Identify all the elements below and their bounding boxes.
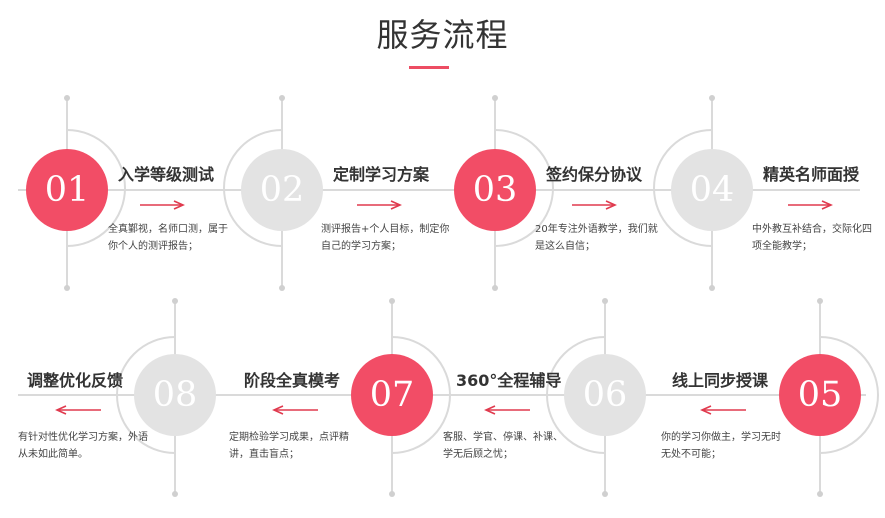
step-04-circle: 04 — [671, 149, 753, 231]
right-arrow-icon — [140, 200, 185, 210]
step-07-desc: 定期检验学习成果，点评精讲，直击盲点； — [229, 432, 349, 460]
title-underline — [409, 66, 449, 69]
right-arrow-icon — [788, 200, 833, 210]
left-arrow-icon — [484, 405, 530, 415]
step-08-title: 调整优化反馈 — [27, 371, 124, 390]
step-05-desc: 你的学习你做主，学习无时无处不可能； — [661, 432, 781, 460]
step-02-title: 定制学习方案 — [333, 165, 430, 184]
left-arrow-icon — [272, 405, 318, 415]
step-06-desc: 客服、学官、停课、补课、学无后顾之忧； — [443, 432, 563, 460]
step-04-title: 精英名师面授 — [763, 165, 860, 184]
step-06-circle: 06 — [564, 354, 646, 436]
right-arrow-icon — [357, 200, 402, 210]
step-01-desc: 全真鄞视，名师口测，属于你个人的测评报告； — [108, 224, 228, 252]
step-07-title: 阶段全真模考 — [244, 371, 341, 390]
step-05-title: 线上同步授课 — [672, 371, 769, 390]
step-02-desc: 测评报告+个人目标，制定你自己的学习方案； — [321, 224, 450, 252]
page-title: 服务流程 — [376, 16, 509, 54]
step-08-circle: 08 — [134, 354, 216, 436]
left-arrow-icon — [55, 405, 101, 415]
step-04-desc: 中外教互补结合，交际化四项全能教学； — [752, 224, 872, 252]
step-03-circle: 03 — [454, 149, 536, 231]
step-08-desc: 有针对性优化学习方案，外语从未如此简单。 — [18, 432, 148, 460]
step-07-circle: 07 — [351, 354, 433, 436]
step-02-circle: 02 — [241, 149, 323, 231]
right-arrow-icon — [572, 200, 617, 210]
step-01-circle: 01 — [26, 149, 108, 231]
step-05-circle: 05 — [779, 354, 861, 436]
step-03-desc: 20年专注外语教学，我们就是这么自信； — [535, 224, 658, 252]
left-arrow-icon — [700, 405, 746, 415]
step-01-title: 入学等级测试 — [118, 165, 215, 184]
step-06-title: 360°全程辅导 — [456, 371, 562, 390]
step-03-title: 签约保分协议 — [546, 165, 643, 184]
